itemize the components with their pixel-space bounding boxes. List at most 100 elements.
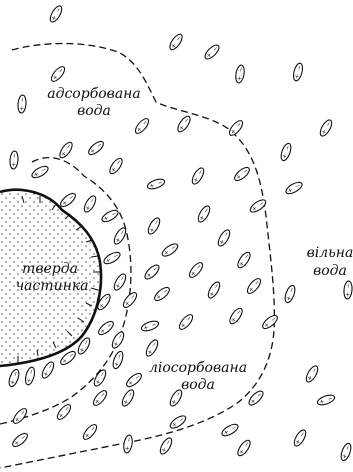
solid-particle-label-line2: частинка — [15, 278, 88, 294]
dipole-body — [261, 313, 280, 331]
dipole-body — [59, 191, 78, 209]
adsorbed-water-label: адсорбована — [47, 86, 141, 102]
water-dipole: +− — [112, 272, 128, 292]
water-dipole: +− — [236, 438, 253, 457]
dipole-body — [81, 423, 99, 442]
dipole-body — [55, 403, 73, 422]
dipole-positive-sign: + — [18, 106, 25, 112]
water-dipole: +− — [97, 319, 116, 337]
water-dipole: +− — [153, 285, 172, 303]
water-dipole: +− — [92, 368, 108, 388]
water-dipole: +− — [284, 180, 304, 196]
water-dipole: +− — [339, 442, 353, 462]
lyosorbed-water-label-line2: вода — [181, 377, 215, 393]
water-dipole: +− — [228, 306, 245, 325]
water-dipole: +− — [133, 117, 151, 136]
water-dipole: +− — [146, 177, 166, 191]
water-dipole: +− — [7, 368, 21, 388]
water-dipole: +− — [146, 216, 162, 236]
water-dipole: +− — [158, 436, 174, 456]
water-dipole: +− — [48, 4, 64, 24]
water-dipole: +− — [24, 366, 36, 385]
water-dipole: +− — [168, 32, 185, 51]
water-dipole: +− — [9, 151, 19, 170]
water-dipole: +− — [343, 281, 353, 300]
dipole-body — [153, 285, 172, 303]
dipole-body — [11, 407, 29, 426]
dipole-body — [125, 371, 144, 389]
dipole-negative-sign: − — [11, 153, 18, 159]
water-dipole: +− — [49, 65, 67, 84]
water-dipole: +− — [236, 250, 253, 269]
dipole-body — [133, 117, 151, 136]
water-dipole: +− — [82, 194, 98, 214]
water-dipole: +− — [100, 208, 120, 224]
dipole-positive-sign: + — [10, 162, 17, 168]
water-dipole: +− — [110, 330, 126, 350]
water-dipole: +− — [122, 434, 133, 453]
water-dipole: +− — [292, 62, 304, 81]
water-dipole: +− — [196, 204, 212, 224]
water-dipole: +− — [30, 164, 50, 180]
water-dipole: +− — [55, 403, 73, 422]
water-dipole: +− — [261, 313, 280, 331]
free-water-label: вільна — [307, 245, 353, 261]
dipole-body — [143, 263, 161, 281]
water-dipole: +− — [216, 228, 232, 248]
dipole-body — [227, 119, 245, 138]
water-dipole: +− — [168, 414, 187, 431]
water-dipole: +− — [187, 261, 205, 280]
water-dipole: +− — [234, 64, 245, 83]
dipole-body — [187, 261, 205, 280]
water-dipole: +− — [108, 156, 125, 175]
water-dipole: +− — [233, 165, 252, 183]
water-dipole: +− — [143, 263, 161, 281]
water-dipole: +− — [177, 313, 195, 332]
water-dipole: +− — [11, 431, 30, 449]
dipole-body — [177, 313, 195, 332]
water-dipole: +− — [160, 242, 179, 259]
water-dipole: +− — [125, 371, 144, 389]
water-dipole: +− — [11, 407, 29, 426]
water-dipole: +− — [58, 140, 75, 159]
water-dipole: +− — [190, 166, 206, 186]
water-dipole: +− — [140, 319, 160, 333]
water-dipole: +− — [248, 198, 267, 215]
dipole-positive-sign: + — [344, 292, 351, 298]
water-dipole: +− — [203, 43, 221, 61]
solid-particle-label: тверда — [22, 261, 78, 277]
dipole-body — [233, 165, 252, 183]
water-dipole: +− — [304, 364, 320, 384]
dipole-body — [97, 319, 116, 337]
water-dipole: +− — [318, 118, 334, 138]
dipole-body — [245, 277, 263, 296]
lyosorbed-water-label: ліосорбована — [149, 360, 247, 376]
water-dipole: +− — [40, 360, 56, 380]
dipole-body — [87, 139, 106, 157]
dipole-negative-sign: − — [19, 97, 26, 103]
dipole-body — [11, 431, 30, 449]
water-dipole: +− — [292, 428, 308, 448]
dipole-body — [91, 389, 109, 408]
water-dipole: +− — [87, 139, 106, 157]
water-dipole: +− — [245, 277, 263, 296]
water-dipole: +− — [316, 393, 336, 407]
dipole-body — [49, 65, 67, 84]
water-dipole: +− — [227, 119, 245, 138]
water-dipole: +− — [81, 423, 99, 442]
water-dipole: +− — [176, 114, 193, 133]
water-dipole: +− — [206, 280, 222, 300]
dipole-negative-sign: − — [345, 283, 352, 289]
adsorbed-water-label-line2: вода — [77, 103, 111, 119]
water-dipole: +− — [59, 191, 78, 209]
water-dipole: +− — [102, 250, 122, 266]
water-dipole: +− — [283, 284, 297, 304]
free-water-label-line2: вода — [313, 263, 347, 279]
water-dipole: +− — [91, 389, 109, 408]
water-dipole: +− — [144, 338, 160, 358]
water-dipole: +− — [17, 95, 27, 114]
water-dipole: +− — [112, 226, 128, 246]
dipole-body — [203, 43, 221, 61]
water-dipole: +− — [120, 388, 136, 408]
